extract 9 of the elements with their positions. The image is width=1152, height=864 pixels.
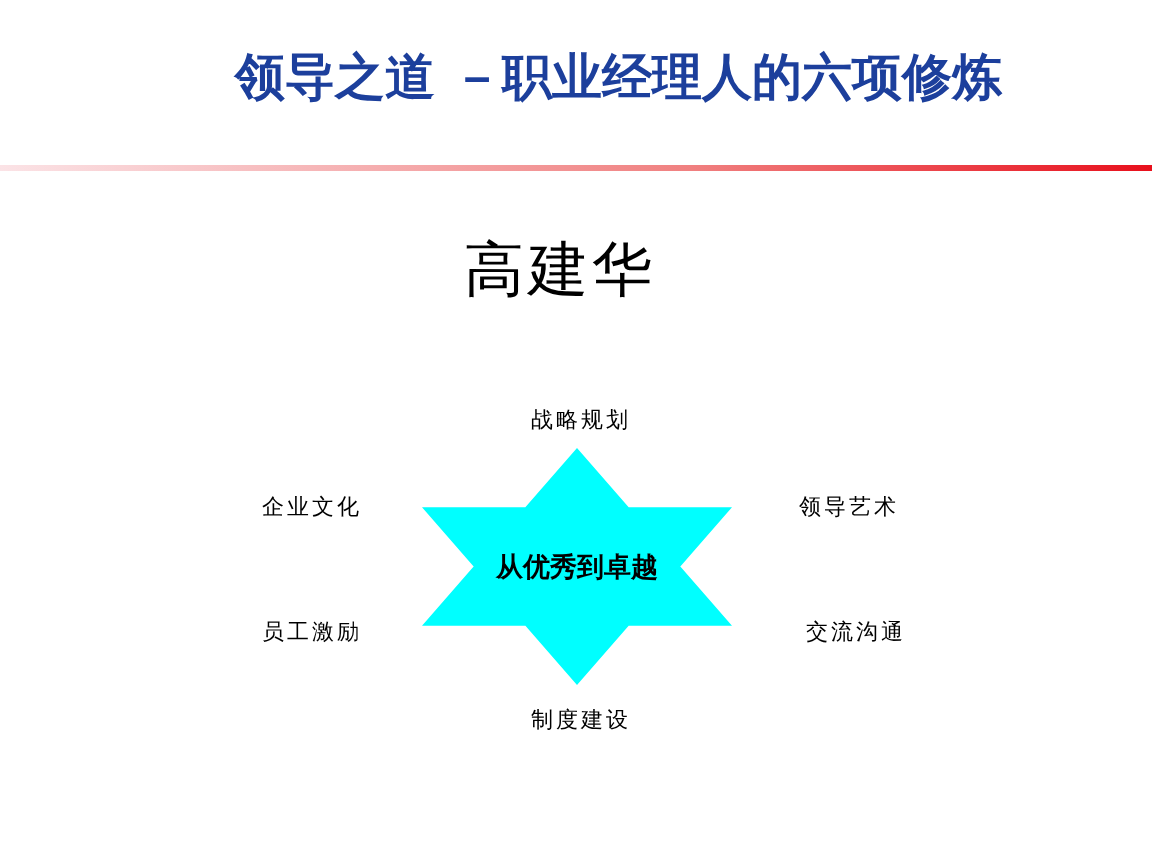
star-point-label: 员工激励 xyxy=(262,618,362,646)
star-point-label: 企业文化 xyxy=(262,493,362,521)
star-point-label: 战略规划 xyxy=(531,406,631,434)
star-point-label: 交流沟通 xyxy=(806,618,906,646)
title: 领导之道 －职业经理人的六项修炼 xyxy=(235,46,1003,108)
star-point-label: 领导艺术 xyxy=(799,493,899,521)
star-point-label: 制度建设 xyxy=(531,706,631,734)
star-text: 从优秀到卓越 xyxy=(496,549,658,584)
author-name: 高建华 xyxy=(464,232,656,306)
